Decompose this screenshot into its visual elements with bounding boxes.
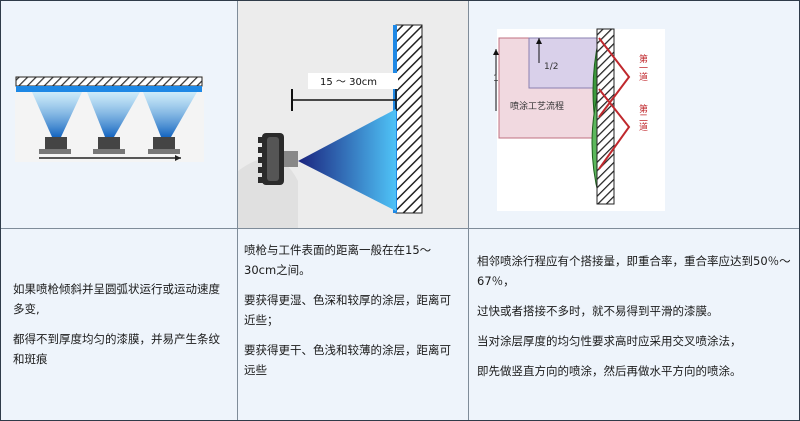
coating-strip xyxy=(16,86,202,92)
notes-text: 如果喷枪倾斜并呈圆弧状运行或运动速度多变, 都得不到厚度均匀的漆膜，并易产生条纹… xyxy=(1,229,237,369)
illustration-overlap: 1/2 1 喷涂工艺流程 第一道 第二道 xyxy=(469,1,799,228)
notes-overlap: 相邻喷涂行程应有个搭接量，即重合率，重合率应达到50％～67％， 过快或者搭接不… xyxy=(469,229,799,420)
note-line: 要获得更干、色浅和较薄的涂层，距离可远些 xyxy=(244,340,460,380)
wall-hatched-icon xyxy=(16,77,202,86)
notes-gun-angle: 如果喷枪倾斜并呈圆弧状运行或运动速度多变, 都得不到厚度均匀的漆膜，并易产生条纹… xyxy=(1,229,237,420)
overlap-figure: 1/2 1 喷涂工艺流程 第一道 第二道 xyxy=(469,1,799,228)
note-line: 当对涂层厚度的均匀性要求高时应采用交叉喷涂法， xyxy=(477,331,791,351)
note-line: 如果喷枪倾斜并呈圆弧状运行或运动速度多变, xyxy=(13,279,223,319)
process-label: 喷涂工艺流程 xyxy=(510,100,564,112)
wall-hatched-icon xyxy=(396,25,422,213)
half-label: 1/2 xyxy=(544,62,558,72)
notes-text: 相邻喷涂行程应有个搭接量，即重合率，重合率应达到50％～67％， 过快或者搭接不… xyxy=(469,229,799,381)
one-label: 1 xyxy=(493,74,499,84)
note-line: 要获得更湿、色深和较厚的涂层，距离可近些； xyxy=(244,290,460,330)
pass-label-2: 第二道 xyxy=(637,103,648,132)
column-divider xyxy=(468,1,469,420)
notes-distance: 喷枪与工件表面的距离一般在在15～30cm之间。 要获得更湿、色深和较厚的涂层，… xyxy=(238,229,468,420)
note-line: 即先做竖直方向的喷涂，然后再做水平方向的喷涂。 xyxy=(477,361,791,381)
spray-gun-icon xyxy=(32,92,197,154)
note-line: 喷枪与工件表面的距离一般在在15～30cm之间。 xyxy=(244,240,460,280)
illustration-distance: 15 ～ 30cm xyxy=(238,1,468,228)
pass-label-1: 第一道 xyxy=(637,53,648,82)
column-divider xyxy=(237,1,238,420)
note-line: 都得不到厚度均匀的漆膜，并易产生条纹和斑痕 xyxy=(13,329,223,369)
illustration-gun-angle xyxy=(1,1,237,228)
spray-gun-row-figure xyxy=(1,1,237,228)
notes-text: 喷枪与工件表面的距离一般在在15～30cm之间。 要获得更湿、色深和较厚的涂层，… xyxy=(238,229,468,380)
distance-figure: 15 ～ 30cm xyxy=(238,1,468,228)
distance-label: 15 ～ 30cm xyxy=(320,77,377,88)
note-line: 过快或者搭接不多时，就不易得到平滑的漆膜。 xyxy=(477,301,791,321)
row-divider xyxy=(1,228,799,229)
note-line: 相邻喷涂行程应有个搭接量，即重合率，重合率应达到50％～67％， xyxy=(477,251,791,291)
